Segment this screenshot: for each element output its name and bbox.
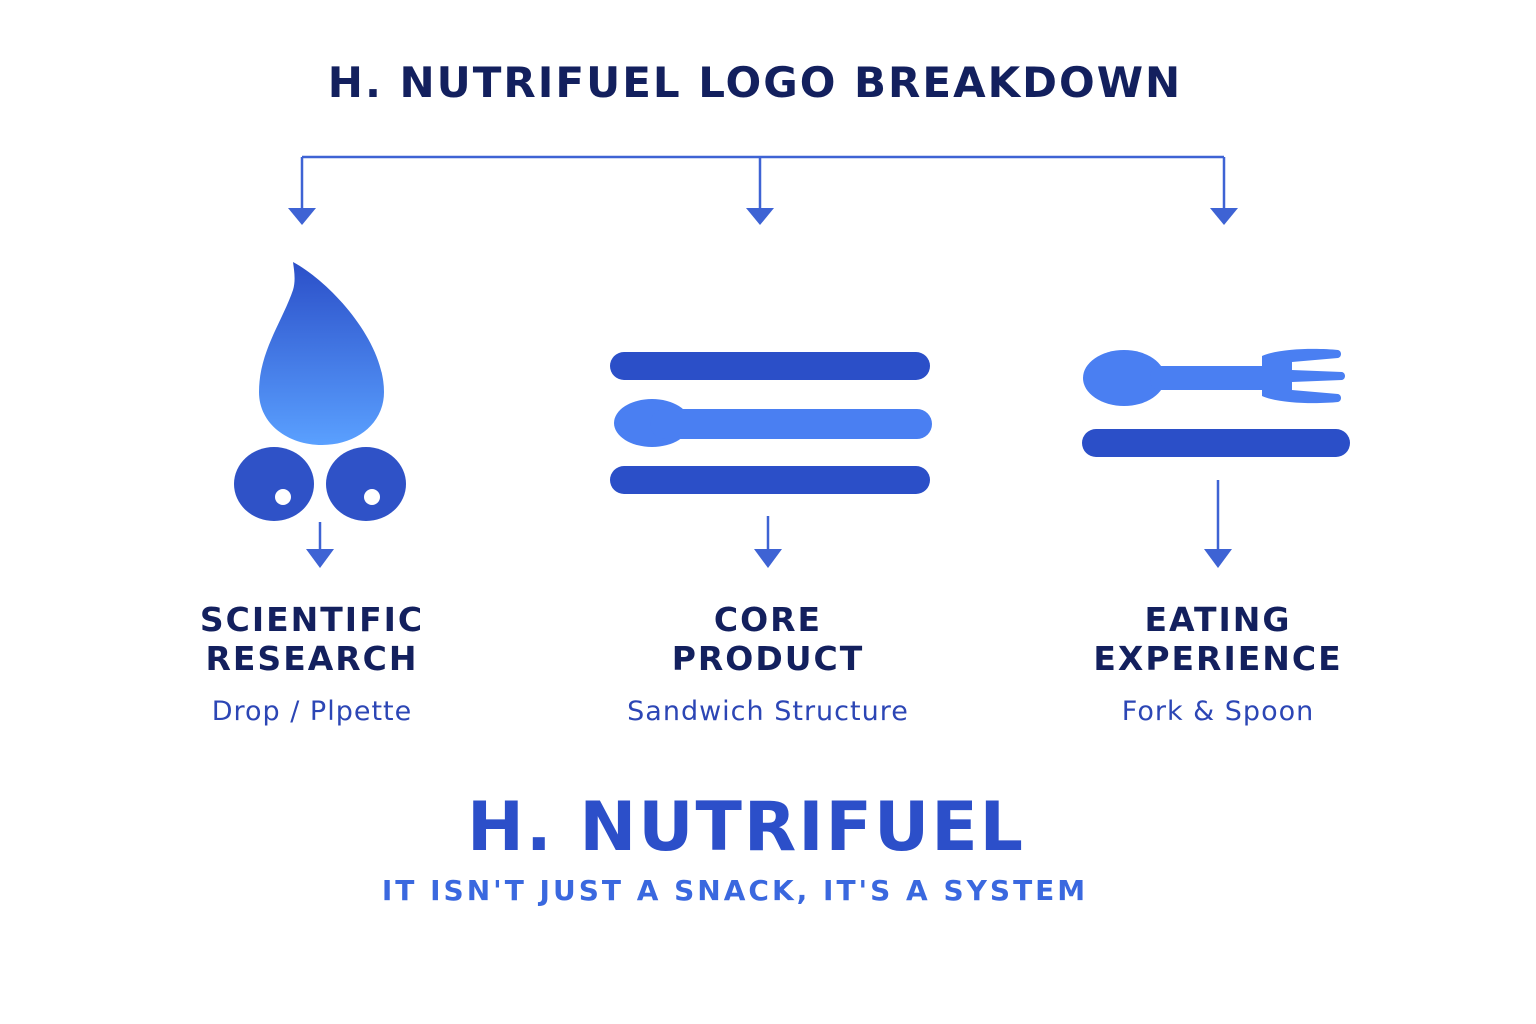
category-title: EATING EXPERIENCE	[1093, 600, 1343, 678]
category-title: SCIENTIFIC RESEARCH	[199, 600, 425, 678]
spoon-bowl	[1083, 350, 1165, 406]
category-core-product: CORE PRODUCT Sandwich Structure	[548, 600, 988, 727]
category-subtitle: Drop / Plpette	[211, 696, 413, 727]
arrow-down-icon	[1204, 549, 1232, 568]
base-bar	[1082, 429, 1350, 457]
top-bar	[610, 352, 930, 380]
brand-name: H. NUTRIFUEL	[466, 788, 1026, 867]
arrow-down-icon	[746, 208, 774, 225]
category-subtitle: Fork & Spoon	[1121, 696, 1315, 727]
spoon-handle	[650, 409, 932, 439]
brand-tagline: IT ISN'T JUST A SNACK, IT'S A SYSTEM	[381, 874, 1089, 907]
right-bead	[326, 447, 406, 521]
category-eating-experience: EATING EXPERIENCE Fork & Spoon	[998, 600, 1438, 727]
left-bead-highlight	[275, 489, 291, 505]
category-subtitle: Sandwich Structure	[627, 696, 909, 727]
arrow-down-icon	[306, 549, 334, 568]
droplet-shape	[259, 262, 384, 445]
category-scientific-research: SCIENTIFIC RESEARCH Drop / Plpette	[92, 600, 532, 727]
diagram-title: H. NUTRIFUEL LOGO BREAKDOWN	[327, 58, 1183, 107]
category-title: CORE PRODUCT	[671, 600, 865, 678]
arrow-down-icon	[1210, 208, 1238, 225]
utensil-handle	[1150, 366, 1272, 390]
fork-tines	[1262, 348, 1345, 404]
left-bead	[234, 447, 314, 521]
bottom-bar	[610, 466, 930, 494]
arrow-down-icon	[754, 549, 782, 568]
arrow-down-icon	[288, 208, 316, 225]
right-bead-highlight	[364, 489, 380, 505]
